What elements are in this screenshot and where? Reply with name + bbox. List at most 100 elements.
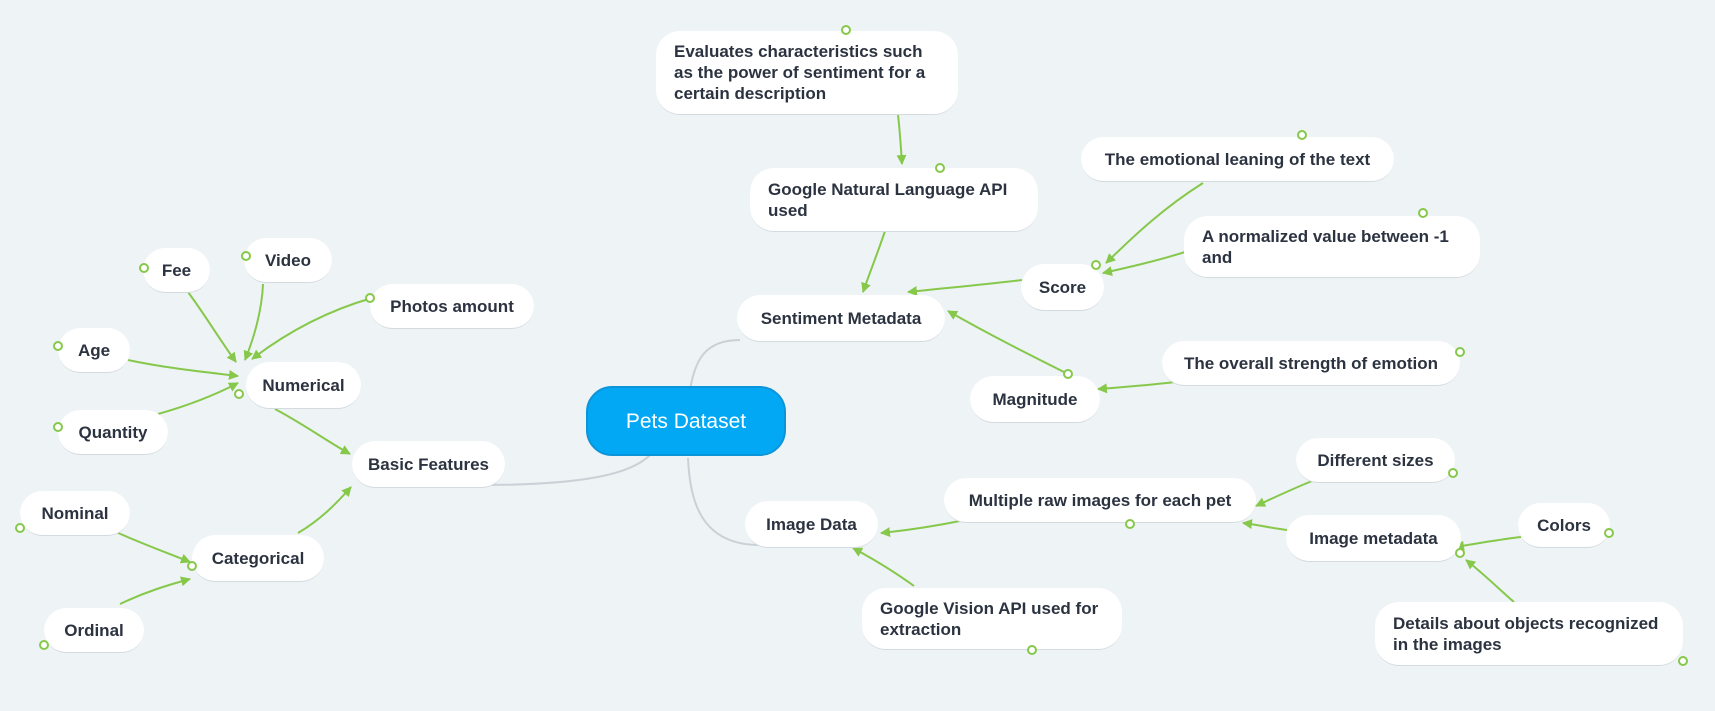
quantity-label: Quantity	[78, 422, 148, 442]
nominal-node[interactable]: Nominal	[20, 491, 130, 536]
handle-fee[interactable]	[139, 263, 149, 273]
score-node[interactable]: Score	[1021, 264, 1104, 311]
basic-features-label: Basic Features	[368, 454, 489, 474]
multiple-raw-images-label: Multiple raw images for each pet	[968, 490, 1232, 510]
arrow-quantity-numerical	[157, 382, 239, 415]
arrow-colors-imagemeta	[1454, 536, 1522, 551]
arrow-fee-numerical	[187, 291, 237, 363]
different-sizes-label: Different sizes	[1317, 450, 1434, 470]
handle-image-metadata[interactable]	[1455, 548, 1465, 558]
arrow-imagemeta-multiple	[1242, 519, 1288, 531]
overall-strength-node[interactable]: The overall strength of emotion	[1162, 341, 1460, 386]
evaluates-node[interactable]: Evaluates characteristics such as the po…	[656, 31, 958, 115]
numerical-label: Numerical	[262, 375, 345, 395]
arrow-normalized-score	[1102, 251, 1186, 276]
normalized-value-label: A normalized value between -1 and	[1202, 226, 1449, 267]
image-metadata-label: Image metadata	[1309, 528, 1438, 548]
arrow-sizes-multiple	[1255, 480, 1313, 507]
handle-magnitude[interactable]	[1063, 369, 1073, 379]
magnitude-label: Magnitude	[992, 389, 1078, 409]
fee-label: Fee	[161, 260, 192, 280]
handle-video[interactable]	[241, 251, 251, 261]
normalized-value-node[interactable]: A normalized value between -1 and	[1184, 216, 1480, 278]
handle-evaluates[interactable]	[841, 25, 851, 35]
arrow-details-imagemeta	[1465, 559, 1515, 603]
fee-node[interactable]: Fee	[143, 248, 210, 293]
ordinal-node[interactable]: Ordinal	[44, 608, 144, 653]
handle-ordinal[interactable]	[39, 640, 49, 650]
basic-features-node[interactable]: Basic Features	[352, 441, 505, 488]
central-topic-node[interactable]: Pets Dataset	[586, 386, 786, 456]
video-node[interactable]: Video	[244, 238, 332, 283]
arrow-vision-image	[852, 547, 915, 587]
numerical-node[interactable]: Numerical	[246, 362, 361, 409]
handle-age[interactable]	[53, 341, 63, 351]
image-metadata-node[interactable]: Image metadata	[1286, 515, 1461, 562]
emotional-leaning-node[interactable]: The emotional leaning of the text	[1081, 137, 1394, 182]
arrow-strength-magnitude	[1097, 381, 1176, 394]
handle-photos-amount[interactable]	[365, 293, 375, 303]
sentiment-metadata-label: Sentiment Metadata	[760, 308, 922, 328]
arrow-ordinal-categorical	[119, 576, 191, 605]
vision-api-node[interactable]: Google Vision API used for extraction	[862, 588, 1122, 650]
age-label: Age	[77, 340, 111, 360]
handle-quantity[interactable]	[53, 422, 63, 432]
arrow-video-numerical	[243, 283, 264, 361]
colors-node[interactable]: Colors	[1518, 503, 1610, 548]
photos-amount-label: Photos amount	[390, 296, 514, 316]
handle-vision-api[interactable]	[1027, 645, 1037, 655]
handle-details[interactable]	[1678, 656, 1688, 666]
details-label: Details about objects recognized in the …	[1393, 613, 1659, 654]
arrow-numerical-basic	[274, 408, 351, 455]
video-label: Video	[265, 250, 311, 270]
image-data-node[interactable]: Image Data	[745, 501, 878, 548]
handle-score[interactable]	[1091, 260, 1101, 270]
score-label: Score	[1038, 277, 1087, 297]
sentiment-metadata-node[interactable]: Sentiment Metadata	[737, 295, 945, 342]
magnitude-node[interactable]: Magnitude	[970, 376, 1100, 423]
central-topic-label: Pets Dataset	[625, 409, 747, 433]
nl-api-label: Google Natural Language API used	[768, 179, 1008, 220]
categorical-label: Categorical	[211, 548, 305, 568]
arrow-evaluates-nlapi	[896, 114, 907, 165]
quantity-node[interactable]: Quantity	[58, 410, 168, 455]
emotional-leaning-label: The emotional leaning of the text	[1104, 149, 1371, 169]
age-node[interactable]: Age	[58, 328, 130, 373]
different-sizes-node[interactable]: Different sizes	[1296, 438, 1455, 483]
arrow-photos-numerical	[251, 297, 373, 360]
handle-categorical[interactable]	[187, 561, 197, 571]
handle-nominal[interactable]	[15, 523, 25, 533]
trunk-to-sentiment	[689, 339, 741, 391]
handle-multiple-raw-images[interactable]	[1125, 519, 1135, 529]
overall-strength-label: The overall strength of emotion	[1183, 353, 1439, 373]
handle-different-sizes[interactable]	[1448, 468, 1458, 478]
handle-normalized-value[interactable]	[1418, 208, 1428, 218]
handle-numerical[interactable]	[234, 389, 244, 399]
details-node[interactable]: Details about objects recognized in the …	[1375, 602, 1683, 666]
arrow-nlapi-sentiment	[861, 230, 886, 293]
arrow-categorical-basic	[297, 486, 352, 534]
categorical-node[interactable]: Categorical	[192, 535, 324, 582]
trunk-to-basic-features	[479, 454, 651, 486]
arrow-age-numerical	[127, 359, 239, 380]
handle-nl-api[interactable]	[935, 163, 945, 173]
evaluates-label: Evaluates characteristics such as the po…	[674, 42, 926, 103]
handle-emotional-leaning[interactable]	[1297, 130, 1307, 140]
nominal-label: Nominal	[41, 503, 109, 523]
handle-colors[interactable]	[1604, 528, 1614, 538]
image-data-label: Image Data	[766, 514, 857, 534]
handle-overall-strength[interactable]	[1455, 347, 1465, 357]
trunk-to-image-data	[687, 457, 761, 546]
vision-api-label: Google Vision API used for extraction	[880, 598, 1099, 639]
colors-label: Colors	[1537, 515, 1591, 535]
arrow-emotional-score	[1105, 182, 1204, 264]
ordinal-label: Ordinal	[64, 620, 124, 640]
arrow-nominal-categorical	[115, 531, 191, 564]
arrow-score-sentiment	[907, 279, 1023, 297]
arrow-multiple-image	[880, 520, 961, 538]
arrow-magnitude-sentiment	[947, 310, 1069, 375]
photos-amount-node[interactable]: Photos amount	[370, 284, 534, 329]
nl-api-node[interactable]: Google Natural Language API used	[750, 168, 1038, 232]
multiple-raw-images-node[interactable]: Multiple raw images for each pet	[944, 478, 1256, 523]
